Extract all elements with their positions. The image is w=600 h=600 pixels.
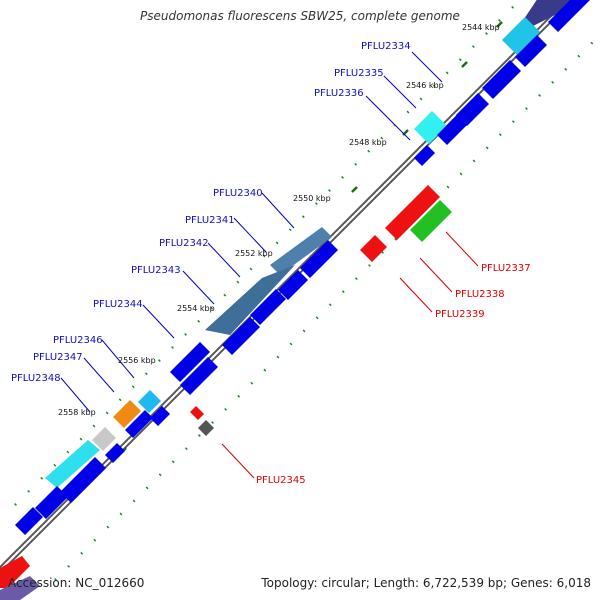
label-leaders-reverse <box>221 231 479 479</box>
gene-grey-2348[interactable] <box>92 427 116 451</box>
reverse-genes <box>190 185 452 436</box>
gene-blue-2335a[interactable] <box>515 35 547 67</box>
label-pflu2341[interactable]: PFLU2341 <box>185 215 235 226</box>
tick-label-2554: 2554 kbp <box>177 304 215 313</box>
genome-backbone <box>0 0 575 575</box>
gene-blue-2336c[interactable] <box>414 145 435 166</box>
gene-pflu2348[interactable] <box>45 440 100 488</box>
gene-pflu2337[interactable] <box>410 200 452 242</box>
gene-blue-2336b[interactable] <box>437 112 470 145</box>
gene-bottom-purple[interactable] <box>0 576 40 600</box>
label-pflu2343[interactable]: PFLU2343 <box>131 265 181 276</box>
gene-pflu2346[interactable] <box>138 390 161 413</box>
gene-pflu2340[interactable] <box>270 227 332 275</box>
label-pflu2337[interactable]: PFLU2337 <box>481 263 531 274</box>
label-pflu2334[interactable]: PFLU2334 <box>361 41 411 52</box>
gene-blue-2348d[interactable] <box>35 486 68 519</box>
gene-pflu2334[interactable] <box>502 17 540 55</box>
genome-summary-text: Topology: circular; Length: 6,722,539 bp… <box>261 576 591 590</box>
label-pflu2346[interactable]: PFLU2346 <box>53 335 103 346</box>
tick-labels: 2544 kbp 2546 kbp 2548 kbp 2550 kbp 2552… <box>58 23 500 417</box>
gene-pflu2338[interactable] <box>385 185 440 240</box>
gene-labels-forward: PFLU2334 PFLU2335 PFLU2336 PFLU2340 PFLU… <box>11 41 411 384</box>
gene-bottom-red[interactable] <box>0 556 30 588</box>
gene-blue-2343a[interactable] <box>222 317 260 355</box>
gene-top-purple[interactable] <box>520 0 580 30</box>
gene-labels-reverse: PFLU2337 PFLU2338 PFLU2339 PFLU2345 <box>256 263 531 486</box>
gene-pflu2336[interactable] <box>414 111 447 144</box>
gene-grey-2345[interactable] <box>198 420 214 436</box>
gene-blue-2348b[interactable] <box>105 443 125 463</box>
label-pflu2348[interactable]: PFLU2348 <box>11 373 61 384</box>
tick-label-2544: 2544 kbp <box>462 23 500 32</box>
label-pflu2339[interactable]: PFLU2339 <box>435 309 485 320</box>
map-title: Pseudomonas fluorescens SBW25, complete … <box>140 9 460 23</box>
label-leaders-forward <box>60 51 443 413</box>
tick-label-2546: 2546 kbp <box>406 81 444 90</box>
label-pflu2344[interactable]: PFLU2344 <box>93 299 143 310</box>
tick-label-2550: 2550 kbp <box>293 194 331 203</box>
gene-pflu2347[interactable] <box>113 400 141 428</box>
gene-blue-2348c[interactable] <box>60 457 106 503</box>
gene-pflu2340-inner[interactable] <box>300 240 338 278</box>
label-pflu2335[interactable]: PFLU2335 <box>334 68 384 79</box>
gene-pflu2339[interactable] <box>360 235 387 262</box>
tick-label-2552: 2552 kbp <box>235 249 273 258</box>
gene-blue-2344a[interactable] <box>170 342 210 382</box>
gene-pflu2341[interactable] <box>205 265 295 335</box>
gene-blue-2344b[interactable] <box>180 357 218 395</box>
gene-top-blue-1[interactable] <box>548 0 590 32</box>
gene-blue-2347b[interactable] <box>125 410 153 438</box>
tick-label-2556: 2556 kbp <box>118 356 156 365</box>
gene-blue-2348e[interactable] <box>15 507 43 535</box>
gene-blue-2346b[interactable] <box>150 406 170 426</box>
label-pflu2342[interactable]: PFLU2342 <box>159 238 209 249</box>
label-pflu2347[interactable]: PFLU2347 <box>33 352 83 363</box>
gene-blue-2335b[interactable] <box>482 60 521 99</box>
gene-blue-2342b[interactable] <box>250 289 286 325</box>
accession-text: Accession: NC_012660 <box>8 576 145 590</box>
label-pflu2340[interactable]: PFLU2340 <box>213 188 263 199</box>
gene-pflu2345[interactable] <box>190 406 204 420</box>
tick-label-2548: 2548 kbp <box>349 138 387 147</box>
label-pflu2345[interactable]: PFLU2345 <box>256 475 306 486</box>
tick-label-2558: 2558 kbp <box>58 408 96 417</box>
label-pflu2338[interactable]: PFLU2338 <box>455 289 505 300</box>
gene-blue-2342a[interactable] <box>278 270 308 300</box>
label-pflu2336[interactable]: PFLU2336 <box>314 88 364 99</box>
